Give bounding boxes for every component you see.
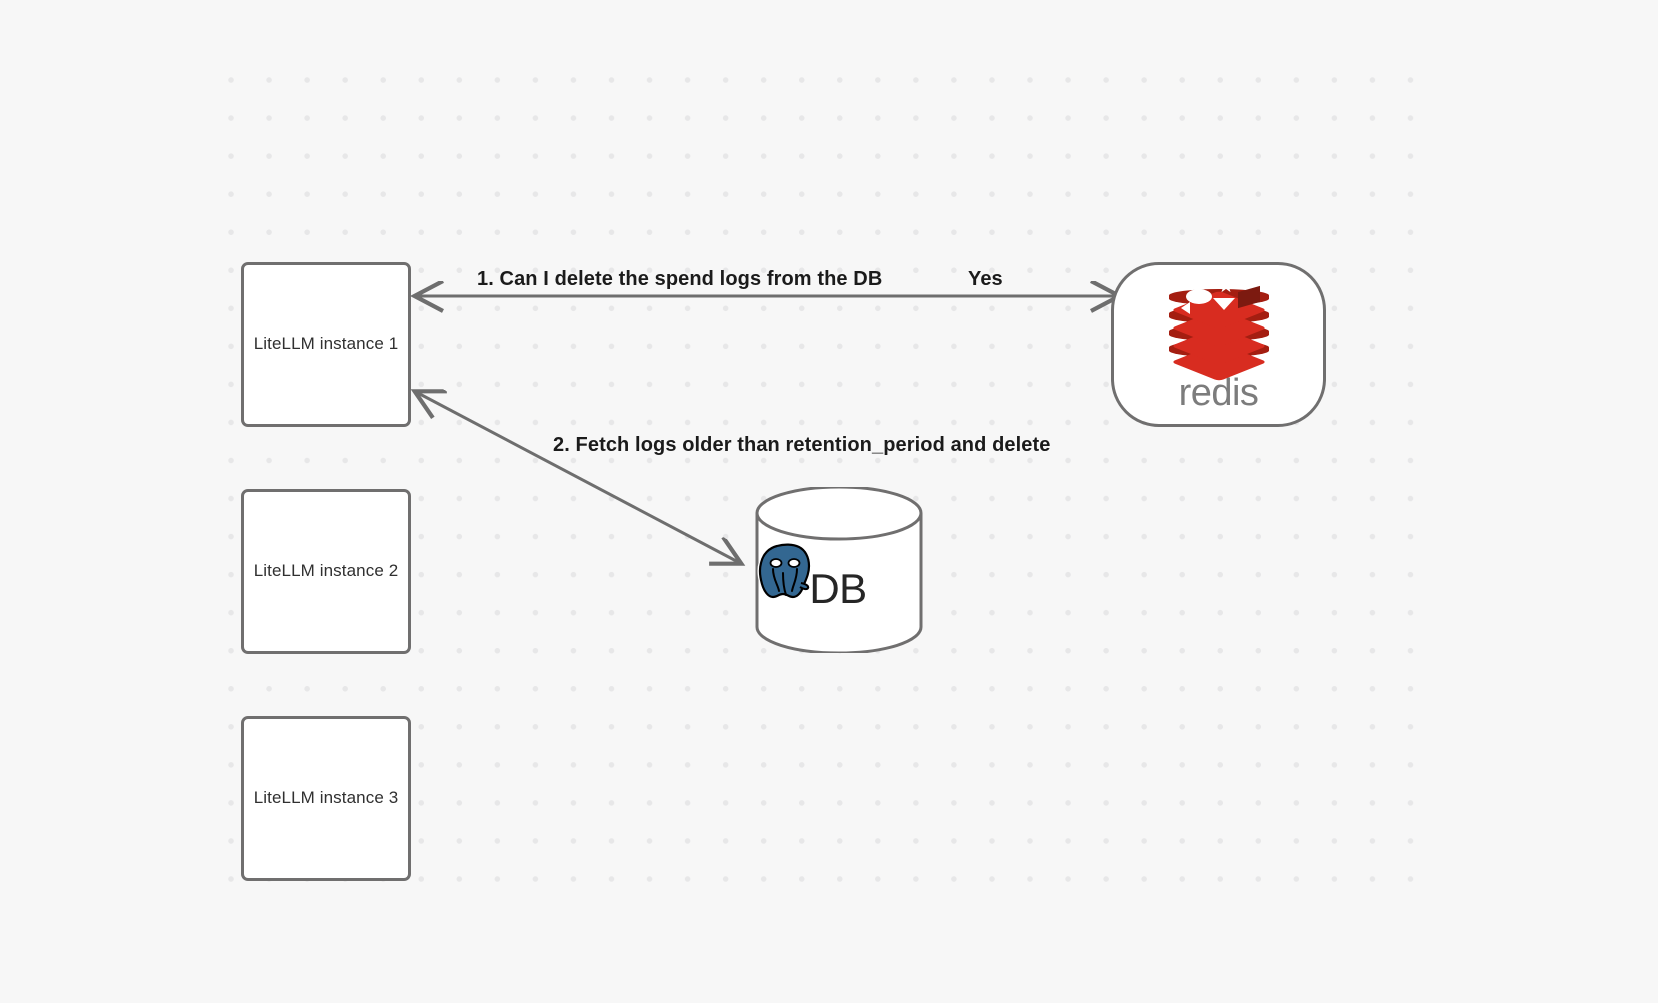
edge-label-step-1: 1. Can I delete the spend logs from the … xyxy=(477,268,883,290)
node-litellm-instance-2[interactable]: LiteLLM instance 2 xyxy=(241,489,411,654)
node-litellm-instance-1[interactable]: LiteLLM instance 1 xyxy=(241,262,411,427)
node-redis[interactable]: ★ redis xyxy=(1111,262,1326,427)
node-litellm-instance-3[interactable]: LiteLLM instance 3 xyxy=(241,716,411,881)
redis-logo-icon: ★ xyxy=(1166,277,1272,381)
db-label: DB xyxy=(809,565,867,612)
node-label: LiteLLM instance 3 xyxy=(253,788,399,808)
edge-label-redis-reply: Yes xyxy=(968,268,1003,290)
postgresql-elephant-icon xyxy=(757,542,812,600)
node-label: LiteLLM instance 1 xyxy=(253,334,399,354)
redis-layer-top: ★ xyxy=(1166,276,1272,329)
node-database[interactable]: DB xyxy=(753,487,925,653)
node-label: LiteLLM instance 2 xyxy=(253,561,399,581)
edge-label-step-2: 2. Fetch logs older than retention_perio… xyxy=(553,434,1051,456)
